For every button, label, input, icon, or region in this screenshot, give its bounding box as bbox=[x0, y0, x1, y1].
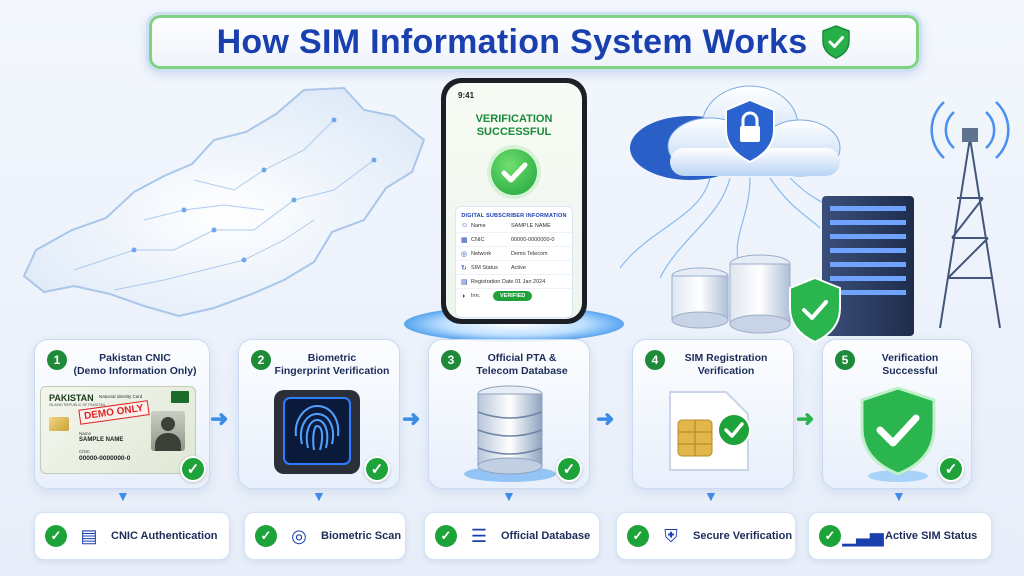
lock-shield-icon bbox=[725, 98, 775, 164]
step-title: Verification Successful bbox=[881, 352, 939, 377]
down-arrow-icon: ▼ bbox=[312, 488, 326, 504]
card-republic: ISLAMIC REPUBLIC OF PAKISTAN bbox=[49, 403, 106, 407]
cell-tower-icon bbox=[939, 128, 1001, 329]
server-rack-icon bbox=[822, 196, 914, 336]
cnic-card-image: PAKISTAN National Identity Card ISLAMIC … bbox=[40, 386, 196, 474]
cloud-infrastructure-illustration bbox=[619, 85, 1010, 344]
phone-mockup: 9:41 VERIFICATION SUCCESSFUL DIGITAL SUB… bbox=[441, 78, 587, 324]
step-title: SIM Registration Verification bbox=[684, 352, 768, 377]
card-name-value: SAMPLE NAME bbox=[79, 437, 124, 443]
step-number: 3 bbox=[441, 350, 461, 370]
signal-waves-icon bbox=[930, 101, 1010, 159]
database-icon: ☰ bbox=[470, 525, 488, 546]
feature-label: Secure Verification bbox=[693, 530, 793, 542]
flow-arrow-icon: ➜ bbox=[796, 406, 815, 431]
check-icon: ✓ bbox=[180, 456, 206, 482]
step-title: Biometric Fingerprint Verification bbox=[274, 352, 390, 377]
person-icon: ☺ bbox=[461, 222, 469, 229]
shield-check-icon bbox=[860, 386, 936, 482]
step-number: 2 bbox=[251, 350, 271, 370]
database-stack-icon bbox=[671, 254, 791, 334]
page-title: How SIM Information System Works bbox=[216, 22, 808, 61]
check-icon: ✓ bbox=[938, 456, 964, 482]
card-heading: DIGITAL SUBSCRIBER INFORMATION bbox=[461, 213, 567, 219]
feature-official-database: ✓ ☰ Official Database bbox=[424, 512, 600, 560]
card-country: PAKISTAN bbox=[49, 393, 94, 403]
feature-secure-verification: ✓ ⛨ Secure Verification bbox=[616, 512, 796, 560]
check-icon: ✓ bbox=[45, 525, 67, 547]
shield-icon: ◑ bbox=[461, 292, 466, 300]
flow-arrow-icon: ➜ bbox=[210, 406, 229, 431]
check-icon: ✓ bbox=[819, 525, 841, 547]
sim-icon: ↻ bbox=[461, 264, 467, 272]
sim-card-icon bbox=[669, 391, 751, 471]
card-cnic-label: CNIC bbox=[79, 449, 90, 454]
down-arrow-icon: ▼ bbox=[704, 488, 718, 504]
card-name-label: Name bbox=[79, 431, 92, 436]
feature-label: Active SIM Status bbox=[885, 530, 978, 542]
verification-status-title: VERIFICATION SUCCESSFUL bbox=[475, 113, 553, 138]
step-title: Official PTA & Telecom Database bbox=[476, 352, 568, 377]
check-icon: ✓ bbox=[435, 525, 457, 547]
fingerprint-icon: ◎ bbox=[291, 525, 307, 546]
flow-arrow-icon: ➜ bbox=[402, 406, 421, 431]
card-cnic-value: 00000-0000000-0 bbox=[79, 455, 131, 462]
flow-arrow-icon: ➜ bbox=[596, 406, 615, 431]
verified-badge: VERIFIED bbox=[493, 291, 533, 301]
feature-active-sim-status: ✓ ▁▃▅ Active SIM Status bbox=[808, 512, 992, 560]
card-type: National Identity Card bbox=[99, 394, 143, 399]
pakistan-map-illustration bbox=[22, 86, 426, 318]
check-icon: ✓ bbox=[556, 456, 582, 482]
shield-check-icon bbox=[822, 25, 851, 59]
pakistan-flag-icon bbox=[171, 391, 189, 403]
portrait-silhouette bbox=[151, 411, 185, 451]
check-icon: ✓ bbox=[627, 525, 649, 547]
phone-screen: 9:41 VERIFICATION SUCCESSFUL DIGITAL SUB… bbox=[446, 83, 582, 319]
step-number: 5 bbox=[835, 350, 855, 370]
signal-bars-icon: ▁▃▅ bbox=[842, 525, 884, 546]
step-number: 4 bbox=[645, 350, 665, 370]
info-row-verified: ◑Inn.VERIFIED bbox=[456, 289, 572, 303]
success-check-icon bbox=[491, 149, 537, 195]
down-arrow-icon: ▼ bbox=[892, 488, 906, 504]
shield-lock-icon: ⛨ bbox=[664, 525, 678, 546]
title-banner: How SIM Information System Works bbox=[146, 12, 922, 72]
phone-clock: 9:41 bbox=[458, 91, 475, 100]
down-arrow-icon: ▼ bbox=[116, 488, 130, 504]
database-server-icon bbox=[464, 385, 556, 482]
down-arrow-icon: ▼ bbox=[502, 488, 516, 504]
network-icon: ◎ bbox=[461, 250, 468, 258]
feature-biometric-scan: ✓ ◎ Biometric Scan bbox=[244, 512, 406, 560]
check-icon: ✓ bbox=[364, 456, 390, 482]
building-icon: ▦ bbox=[461, 236, 468, 244]
fingerprint-scanner-icon bbox=[274, 390, 360, 474]
card-chip-icon bbox=[49, 417, 69, 431]
step-title: Pakistan CNIC (Demo Information Only) bbox=[73, 352, 197, 377]
feature-label: Official Database bbox=[501, 530, 591, 542]
feature-label: CNIC Authentication bbox=[111, 530, 218, 542]
shield-check-icon bbox=[789, 276, 841, 344]
calendar-icon: ▤ bbox=[461, 278, 468, 286]
id-card-icon: ▤ bbox=[80, 525, 98, 546]
cloud-icon bbox=[630, 85, 841, 180]
feature-cnic-authentication: ✓ ▤ CNIC Authentication bbox=[34, 512, 230, 560]
feature-label: Biometric Scan bbox=[321, 530, 402, 542]
check-icon: ✓ bbox=[255, 525, 277, 547]
step-number: 1 bbox=[47, 350, 67, 370]
